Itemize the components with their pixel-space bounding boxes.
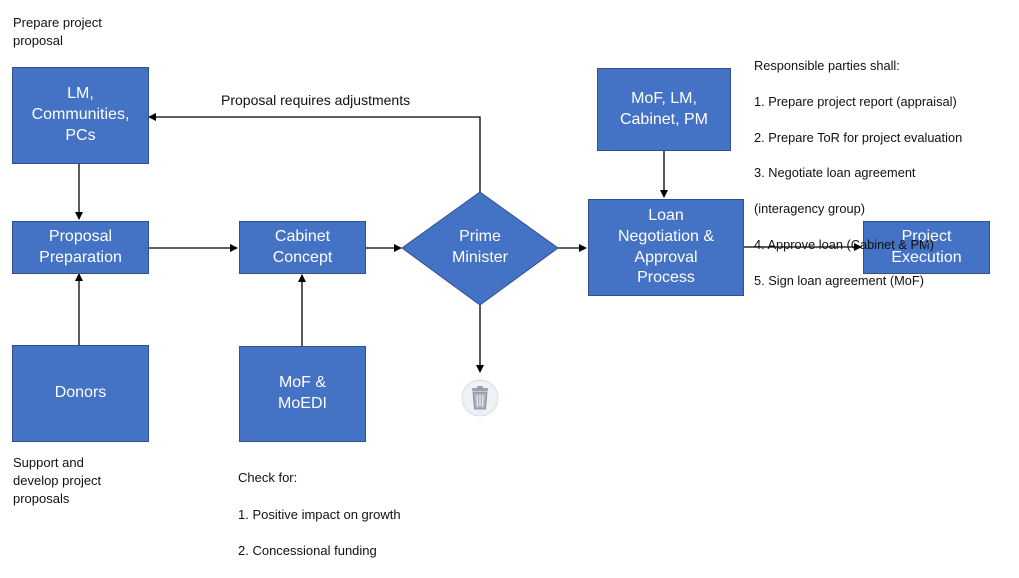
resp-item: (interagency group) [754, 201, 865, 217]
resp-title: Responsible parties shall: [754, 57, 900, 73]
resp-item: 3. Negotiate loan agreement [754, 165, 916, 181]
check-item: 2. Concessional funding [238, 542, 377, 558]
node-cabinet-concept: Cabinet Concept [239, 221, 366, 274]
prime-minister-diamond [401, 191, 559, 306]
node-mof-moedi: MoF & MoEDI [239, 346, 366, 442]
resp-item: 5. Sign loan agreement (MoF) [754, 272, 924, 288]
note-responsible-parties: Responsible parties shall: 1. Prepare pr… [754, 39, 1016, 308]
resp-item: 2. Prepare ToR for project evaluation [754, 129, 963, 145]
trash-bin-icon [460, 378, 500, 418]
resp-item: 4. Approve loan (Cabinet & PM) [754, 236, 934, 252]
connector-layer [75, 113, 862, 373]
node-mof-lm-cabinet-pm: MoF, LM, Cabinet, PM [597, 68, 731, 151]
note-check-for: Check for: 1. Positive impact on growth … [238, 451, 498, 578]
node-proposal-preparation: Proposal Preparation [12, 221, 149, 274]
node-donors: Donors [12, 345, 149, 442]
arrow-pm-feedback-to-lm [148, 113, 481, 192]
node-loan-negotiation: Loan Negotiation & Approval Process [588, 199, 744, 296]
note-prepare-proposal: Prepare project proposal [13, 15, 102, 49]
node-project-execution: Project Execution [863, 221, 990, 274]
prime-minister-label: Prime Minister [451, 228, 508, 266]
node-lm-communities: LM, Communities, PCs [12, 67, 149, 164]
check-item: 1. Positive impact on growth [238, 506, 401, 522]
note-support-proposals: Support and develop project proposals [13, 455, 102, 507]
label-proposal-adjustments: Proposal requires adjustments [221, 92, 411, 108]
resp-item: 1. Prepare project report (appraisal) [754, 93, 957, 109]
check-title: Check for: [238, 470, 298, 486]
